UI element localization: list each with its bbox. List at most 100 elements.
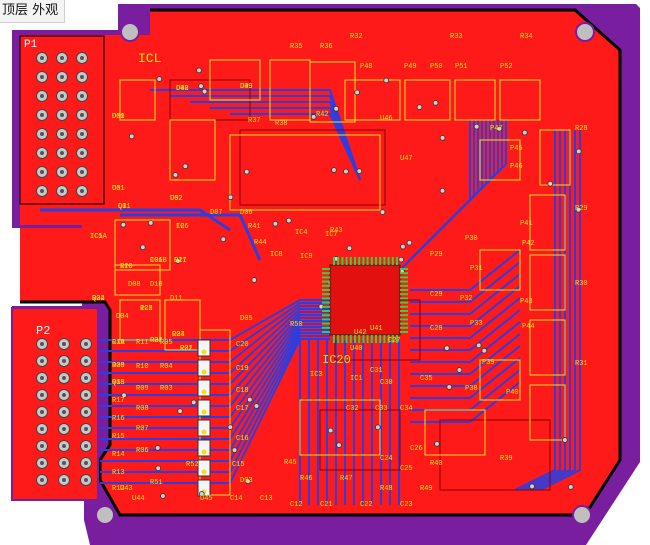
component-label: R02 [180,345,193,353]
chip-pin [358,335,361,343]
chip-pin [400,305,408,308]
component-label: C21 [320,501,333,509]
component-label: U50 [112,113,125,121]
chip-pin [333,257,335,265]
chip-pin [400,289,408,291]
chip-pin [400,276,408,279]
component-label: P39 [482,359,495,367]
via [231,447,238,453]
component-label: C22 [360,501,373,509]
component-label: IC9 [300,253,313,261]
connector-pin-hole [62,359,66,363]
silkscreen-outline [229,134,381,211]
component-label: R31 [575,360,588,368]
chip-pin [345,257,348,265]
component-label: R45 [284,459,297,467]
trace-bottom [410,345,521,387]
connector-pin-hole [80,94,84,98]
connector-pin-hole [40,444,44,448]
connector-pin-hole [40,113,44,117]
via [336,442,342,448]
component-label: C32 [346,405,359,413]
component-label: Q08 [112,379,125,387]
smd-pad-dot [201,389,207,395]
silkscreen-outline [114,264,161,296]
trace-bottom [40,208,231,232]
component-label: C26 [410,445,423,453]
chip-pin [366,335,369,343]
smd-pad [197,459,211,477]
connector-pin-hole [40,427,44,431]
component-label: R21 [180,345,193,353]
component-label: U46 [380,115,393,123]
component-label: D01 [112,113,125,121]
via [154,445,161,451]
chip-pin [400,322,408,325]
component-label: R07 [136,425,149,433]
via [175,258,181,264]
component-label: R35 [290,43,303,51]
connector-label-p1: P1 [24,39,38,51]
chip-pin [370,257,373,265]
silkscreen-outline [479,249,521,291]
component-label: L1 [118,203,126,211]
chip-pin [362,257,365,265]
component-label: IC4 [295,229,308,237]
copper-plane-outline [239,129,386,206]
chip-pin [400,272,408,275]
layer-view-caption: 顶层 外观 [0,0,66,23]
component-label: R10 [136,363,149,371]
connector-pin-hole [80,151,84,155]
connector-pin-hole [84,427,88,431]
component-label: C13 [260,495,273,503]
component-label: R05 [160,339,173,347]
chip-pin [387,257,390,265]
silkscreen-outline [479,359,521,401]
component-label: R51 [150,479,163,487]
component-label: P52 [500,63,513,71]
connector-pin-hole [84,461,88,465]
component-label: P48 [360,63,373,71]
chip-pin [322,318,330,321]
component-label: D05 [240,315,253,323]
trace-bottom [529,130,571,491]
component-label: R14 [112,451,125,459]
smd-pad [197,379,211,397]
chip-pin [400,301,408,304]
component-label: P30 [465,235,478,243]
trace-bottom [410,381,521,423]
connector-pin-hole [60,75,64,79]
component-label: R42 [316,111,329,119]
component-label: R40 [430,460,443,468]
via [398,256,404,263]
chip-pin [358,257,361,265]
via [251,277,257,283]
trace-bottom [100,323,330,429]
trace-bottom [100,308,330,374]
component-label: C15 [232,461,245,469]
silkscreen-outline [344,79,401,121]
chip-pin [400,310,408,312]
mount-hole-br [572,505,592,525]
chip-pin [345,335,348,343]
silkscreen-outline [529,254,566,311]
via [333,105,339,112]
connector-pin-hole [80,75,84,79]
trace-bottom [410,249,521,291]
silkscreen-outline [164,299,201,351]
component-label: C28 [430,325,443,333]
chip-pin [396,335,398,343]
p1-keepout [19,35,105,205]
via [190,399,197,406]
connector-pin-hole [80,113,84,117]
via [243,168,250,175]
component-label: R46 [300,475,313,483]
via [227,194,234,201]
via [439,135,446,141]
connector-pin-hole [60,132,64,136]
silkscreen-outline [454,79,496,121]
connector-pin-hole [40,342,44,346]
component-label: U47 [400,155,413,163]
trace-bottom [534,130,576,491]
chip-pin [354,335,356,343]
